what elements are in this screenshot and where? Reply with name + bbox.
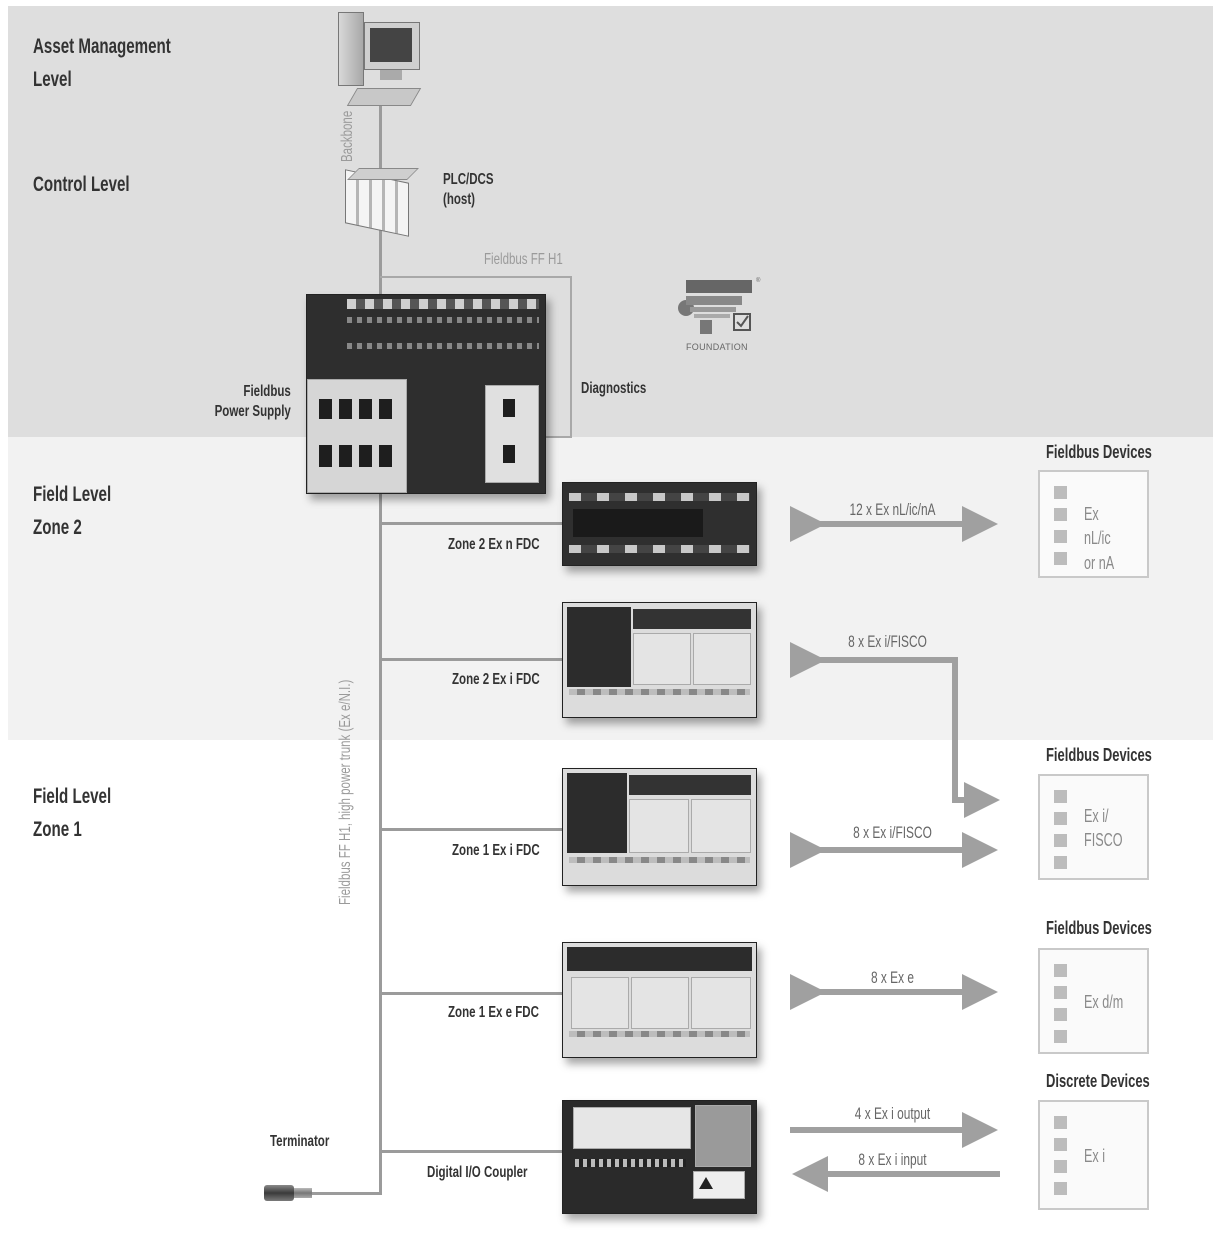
device-group-box: Ex i xyxy=(1038,1100,1149,1210)
arrow-a2 xyxy=(808,660,982,800)
device-square xyxy=(1054,1030,1067,1043)
arrow-label: 8 x Ex i/FISCO xyxy=(837,632,939,652)
device-group-heading: Fieldbus Devices xyxy=(1046,442,1152,463)
arrow-label: 4 x Ex i output xyxy=(842,1104,944,1124)
device-square xyxy=(1054,1008,1067,1021)
device-square xyxy=(1054,508,1067,521)
arrow-label: 8 x Ex i input xyxy=(842,1150,944,1170)
device-square xyxy=(1054,1138,1067,1151)
device-square xyxy=(1054,486,1067,499)
device-group-heading: Fieldbus Devices xyxy=(1046,745,1152,766)
device-group-box: Ex nL/ic or nA xyxy=(1038,470,1149,578)
device-group-text: Ex i/ FISCO xyxy=(1084,804,1123,853)
device-square xyxy=(1054,964,1067,977)
device-square xyxy=(1054,812,1067,825)
device-group-text: Ex nL/ic or nA xyxy=(1084,502,1128,575)
device-square xyxy=(1054,790,1067,803)
device-square xyxy=(1054,1116,1067,1129)
device-group-text: Ex d/m xyxy=(1084,990,1123,1014)
arrow-label: 8 x Ex i/FISCO xyxy=(842,823,944,843)
device-group-heading: Fieldbus Devices xyxy=(1046,918,1152,939)
device-square xyxy=(1054,834,1067,847)
device-square xyxy=(1054,986,1067,999)
device-group-box: Ex d/m xyxy=(1038,948,1149,1054)
arrow-label: 8 x Ex e xyxy=(842,968,944,988)
device-square xyxy=(1054,530,1067,543)
device-square xyxy=(1054,552,1067,565)
device-group-heading: Discrete Devices xyxy=(1046,1071,1150,1092)
device-square xyxy=(1054,1182,1067,1195)
device-group-text: Ex i xyxy=(1084,1144,1105,1168)
arrow-label: 12 x Ex nL/ic/nA xyxy=(842,500,944,520)
device-square xyxy=(1054,856,1067,869)
device-square xyxy=(1054,1160,1067,1173)
device-group-box: Ex i/ FISCO xyxy=(1038,774,1149,880)
